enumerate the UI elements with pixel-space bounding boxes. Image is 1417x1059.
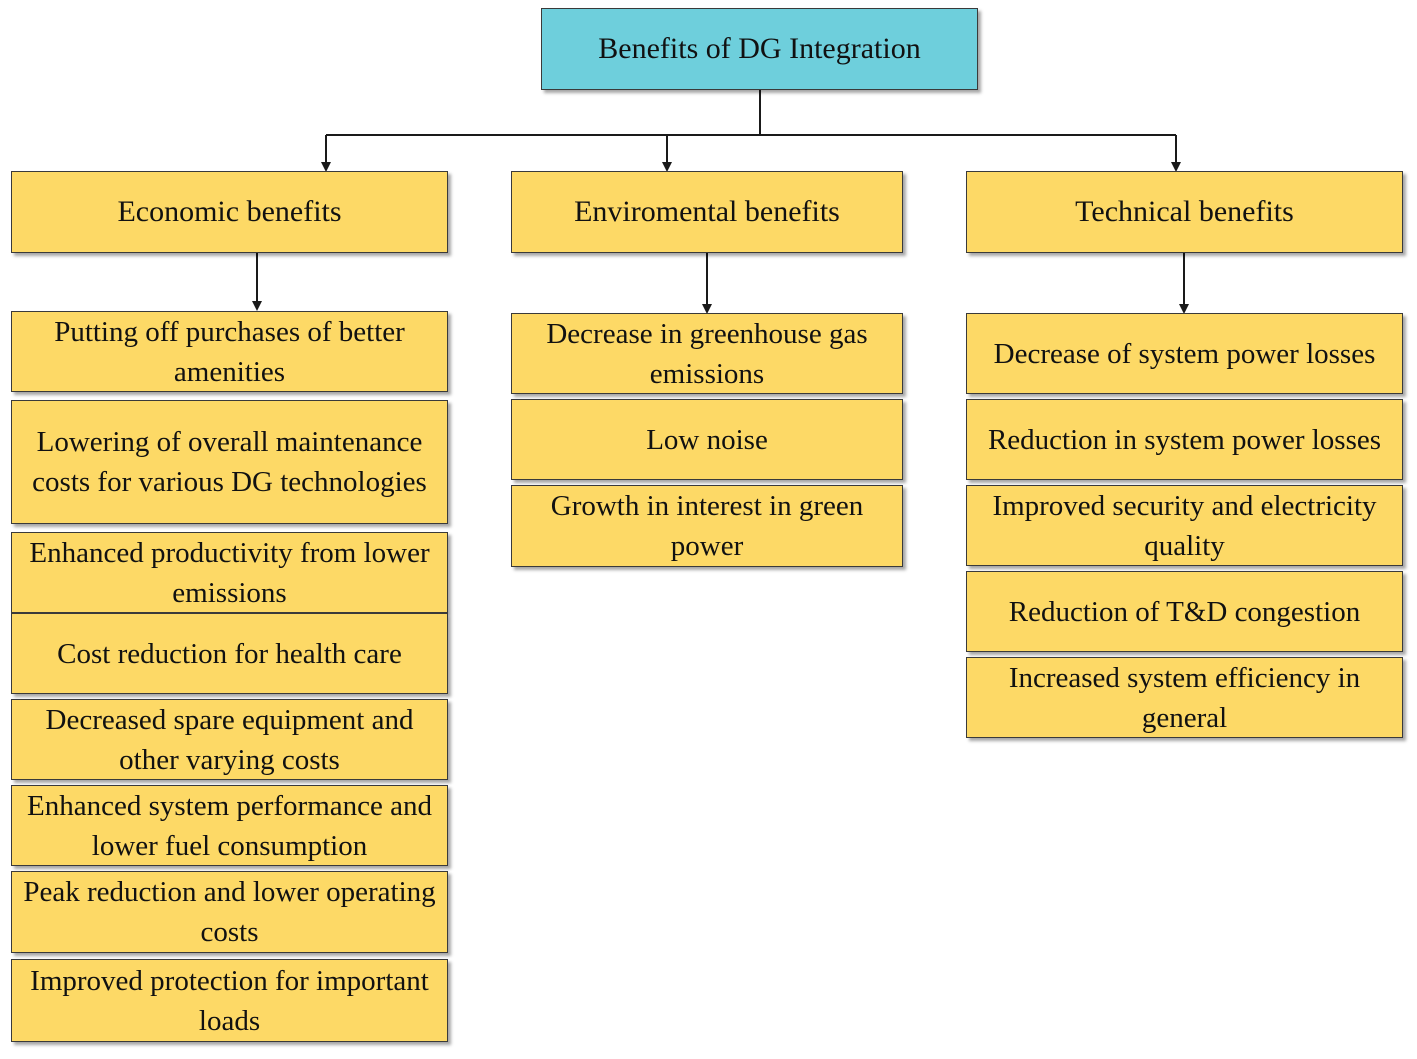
root-node: Benefits of DG Integration — [541, 8, 978, 90]
environmental-item-2-label: Low noise — [646, 423, 768, 456]
economic-item-7-label: Peak reduction and lower operating costs — [23, 876, 436, 948]
environmental-item-1: Decrease in greenhouse gas emissions — [511, 313, 903, 394]
economic-item-2-label: Lowering of overall maintenance costs fo… — [32, 426, 427, 498]
economic-item-8: Improved protection for important loads — [11, 959, 448, 1042]
economic-item-8-label: Improved protection for important loads — [30, 964, 429, 1037]
environmental-item-3-label: Growth in interest in green power — [550, 490, 864, 562]
environmental-item-2: Low noise — [511, 399, 903, 480]
technical-item-2: Reduction in system power losses — [966, 399, 1403, 480]
environmental-item-1-label: Decrease in greenhouse gas emissions — [546, 317, 868, 390]
economic-item-3-label: Enhanced productivity from lower emissio… — [29, 536, 430, 609]
technical-item-5: Increased system efficiency in general — [966, 657, 1403, 738]
category-economic-label: Economic benefits — [117, 195, 342, 228]
root-node-label: Benefits of DG Integration — [598, 32, 921, 65]
technical-item-3: Improved security and electricity qualit… — [966, 485, 1403, 566]
economic-item-4: Cost reduction for health care — [11, 613, 448, 694]
technical-item-1: Decrease of system power losses — [966, 313, 1403, 394]
economic-item-6-label: Enhanced system performance and lower fu… — [26, 789, 433, 862]
technical-item-2-label: Reduction in system power losses — [987, 423, 1382, 456]
technical-item-5-label: Increased system efficiency in general — [1008, 661, 1361, 734]
economic-item-5: Decreased spare equipment and other vary… — [11, 699, 448, 780]
technical-item-3-label: Improved security and electricity qualit… — [992, 489, 1377, 562]
technical-item-4-label: Reduction of T&D congestion — [1008, 595, 1361, 628]
economic-item-1: Putting off purchases of better amenitie… — [11, 311, 448, 392]
economic-item-5-label: Decreased spare equipment and other vary… — [45, 703, 414, 776]
economic-item-2: Lowering of overall maintenance costs fo… — [11, 400, 448, 524]
category-technical-label: Technical benefits — [1075, 195, 1294, 228]
economic-item-3: Enhanced productivity from lower emissio… — [11, 532, 448, 613]
environmental-item-3: Growth in interest in green power — [511, 485, 903, 567]
economic-item-1-label: Putting off purchases of better amenitie… — [54, 315, 405, 388]
technical-item-4: Reduction of T&D congestion — [966, 571, 1403, 652]
category-environmental: Enviromental benefits — [511, 171, 903, 253]
category-technical: Technical benefits — [966, 171, 1403, 253]
category-environmental-label: Enviromental benefits — [574, 195, 840, 228]
economic-item-4-label: Cost reduction for health care — [57, 637, 402, 670]
economic-item-6: Enhanced system performance and lower fu… — [11, 785, 448, 866]
economic-item-7: Peak reduction and lower operating costs — [11, 871, 448, 953]
technical-item-1-label: Decrease of system power losses — [993, 337, 1376, 370]
category-economic: Economic benefits — [11, 171, 448, 253]
